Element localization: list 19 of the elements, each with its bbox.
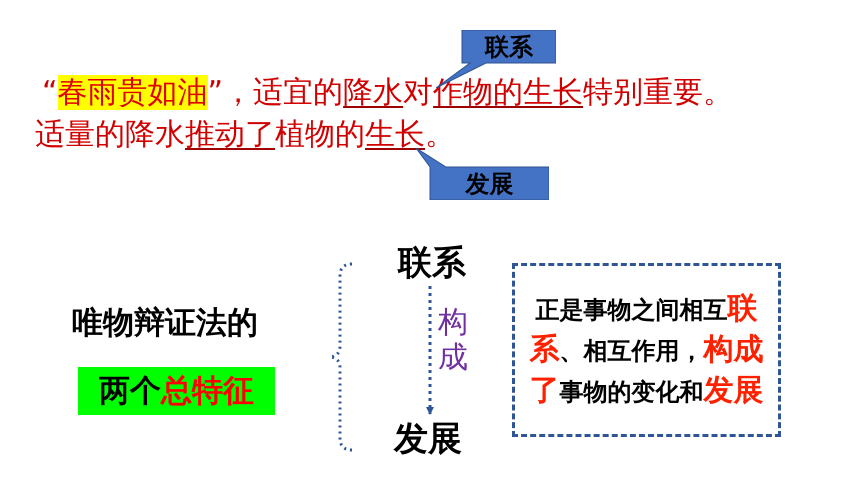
description-text: 正是事物之间相互联系、相互作用，构成了事物的变化和发展 bbox=[528, 290, 764, 410]
underlined-text: 推动了 bbox=[185, 116, 275, 154]
sentence-text: “春雨贵如油”，适宜的 bbox=[42, 74, 344, 112]
sentence-text: 。 bbox=[425, 116, 455, 154]
sentence-text: 植物的 bbox=[275, 116, 365, 154]
sentence-text: 特别重要。 bbox=[583, 74, 734, 112]
underlined-text: 降水 bbox=[343, 74, 404, 112]
term-text: 联系 bbox=[398, 246, 466, 280]
sentence-text: 对 bbox=[403, 74, 434, 112]
callout-label: 发展 bbox=[466, 172, 514, 196]
sentence-text: 适量的降水 bbox=[35, 116, 185, 154]
heading-text: 唯物辩证法的 bbox=[72, 304, 258, 343]
arrow bbox=[426, 286, 434, 415]
highlight-box: 两个总特征 bbox=[78, 367, 275, 415]
edge-label: 构成 bbox=[438, 306, 468, 375]
term-text: 发展 bbox=[394, 422, 462, 456]
callout-label: 联系 bbox=[485, 34, 533, 58]
underlined-text: 生长 bbox=[365, 116, 425, 154]
dashed-box bbox=[512, 263, 781, 437]
